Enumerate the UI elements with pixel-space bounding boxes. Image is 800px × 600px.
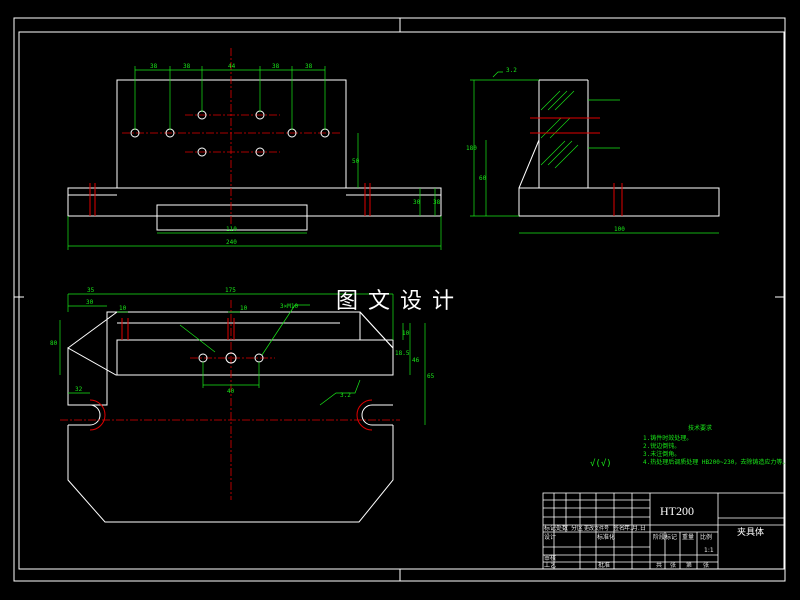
- stage-label-3: 比例: [700, 533, 712, 541]
- plan-centerlines: [60, 300, 400, 500]
- dim-front-bottom-1: 110: [226, 226, 237, 233]
- dim-side-left-1: 180: [466, 145, 477, 152]
- front-dim-text: 38 38 44 38 38 50 30 38 110 240: [150, 63, 441, 246]
- notes-heading: 技术要求: [688, 424, 712, 432]
- header-cell-3: 分区: [571, 524, 583, 532]
- notes-line-2: 2.锐边倒钝。: [643, 442, 680, 450]
- front-centerlines: [122, 48, 340, 225]
- dim-front-top-5: 38: [305, 63, 313, 70]
- dim-plan-mid: 40: [227, 388, 235, 395]
- dim-plan-top-5: 10: [240, 305, 248, 312]
- plan-dim-text: 35 30 10 175 10 80 32 18.5 10 46 65 40 3…: [50, 287, 435, 399]
- header-cell-1: 标记: [544, 524, 556, 532]
- roughness-side: 3.2: [506, 67, 517, 74]
- dim-front-bottom-2: 240: [226, 239, 237, 246]
- dim-plan-right-2: 10: [402, 330, 410, 337]
- sheet-label-3: 第: [686, 561, 692, 569]
- dim-plan-right-3: 46: [412, 357, 420, 364]
- front-dim-lines: [67, 66, 442, 250]
- dim-front-top-3: 44: [228, 63, 236, 70]
- front-holes: [130, 110, 330, 157]
- dim-plan-left-2: 32: [75, 386, 83, 393]
- stage-label-2: 重量: [682, 533, 694, 541]
- zone-ticks: [14, 18, 785, 581]
- side-hatch: [540, 90, 579, 169]
- dim-plan-top-2: 30: [86, 299, 94, 306]
- stage-label-1: 阶段标记: [653, 533, 677, 541]
- inner-frame: [18, 31, 785, 570]
- dim-front-right-2: 30: [413, 199, 421, 206]
- dim-plan-right-4: 65: [427, 373, 435, 380]
- front-red-parts: [89, 183, 371, 216]
- plan-red-parts: [89, 318, 373, 431]
- approve: 批准: [598, 561, 610, 569]
- role-design: 设计: [544, 533, 556, 541]
- role-review: 审核: [544, 554, 556, 562]
- callout-thread: 3×M10: [280, 303, 298, 310]
- plan-view: [67, 311, 394, 523]
- dim-front-top-1: 38: [150, 63, 158, 70]
- dim-plan-right-1: 18.5: [395, 350, 410, 357]
- dim-front-right-1: 50: [352, 158, 360, 165]
- dim-side-bottom: 100: [614, 226, 625, 233]
- side-dim-text: 180 60 100 3.2: [466, 67, 625, 233]
- sheet-label-1: 共: [656, 561, 662, 569]
- side-dim-lines: [470, 71, 719, 234]
- header-cell-4: 更改文件号: [584, 525, 609, 532]
- watermark: 图文设计: [336, 289, 464, 314]
- front-view: [67, 79, 442, 231]
- header-cell-5: 签名: [613, 524, 625, 532]
- sheet-label-4: 张: [703, 561, 709, 569]
- dim-plan-top-4: 175: [225, 287, 236, 294]
- plan-dim-lines: [59, 293, 426, 425]
- scale-value: 1:1: [704, 547, 714, 554]
- part-name: 夹具体: [737, 526, 764, 538]
- side-red-parts: [530, 117, 623, 216]
- roughness-plan: 3.2: [340, 392, 351, 399]
- standardization: 标准化: [597, 533, 615, 541]
- notes-line-1: 1.铸件时效处理。: [643, 434, 692, 442]
- technical-notes: 技术要求 1.铸件时效处理。 2.锐边倒钝。 3.未注倒角。 4.热处理后调质处…: [590, 424, 788, 469]
- header-cell-6: 年.月.日: [624, 524, 646, 532]
- sheet-label-2: 张: [670, 561, 676, 569]
- roughness-symbol: √(√): [590, 458, 612, 469]
- header-cell-2: 处数: [556, 524, 568, 532]
- notes-line-4: 4.热处理后调质处理 HB200~230，去除铸造应力等。: [643, 458, 788, 466]
- title-block: [542, 492, 786, 570]
- dim-front-right-3: 38: [433, 199, 441, 206]
- notes-line-3: 3.未注倒角。: [643, 450, 680, 458]
- dim-plan-left-1: 80: [50, 340, 58, 347]
- role-process: 工艺: [544, 561, 556, 569]
- dim-plan-top-3: 10: [119, 305, 127, 312]
- dim-plan-top-1: 35: [87, 287, 95, 294]
- dim-front-top-2: 38: [183, 63, 191, 70]
- side-view: [518, 79, 720, 217]
- dim-front-top-4: 38: [272, 63, 280, 70]
- material: HT200: [660, 504, 694, 518]
- dim-side-left-2: 60: [479, 175, 487, 182]
- title-block-text: HT200 夹具体 标记 处数 分区 更改文件号 签名 年.月.日 设计 标准化…: [544, 504, 764, 569]
